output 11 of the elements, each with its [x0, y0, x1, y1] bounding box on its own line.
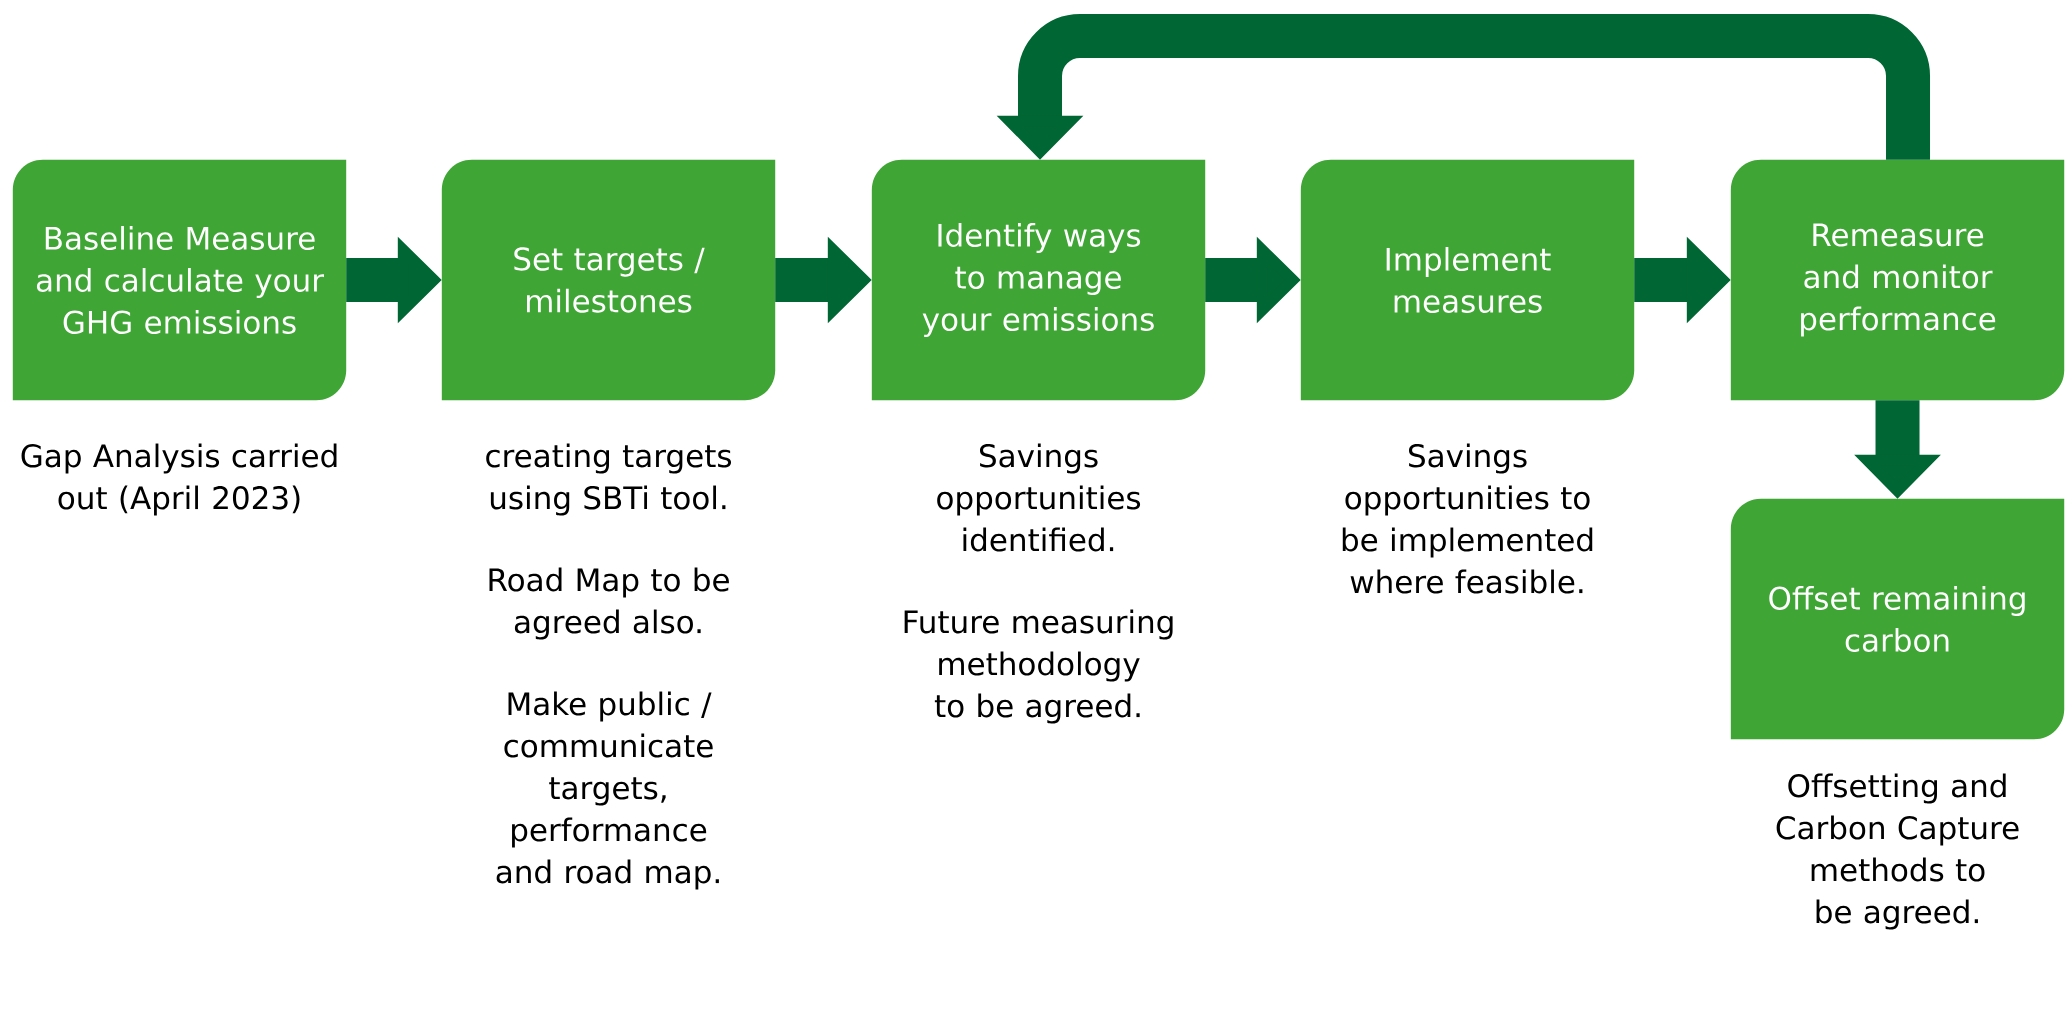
- note-text: Offsetting and Carbon Capture methods to be agreed.: [1776, 773, 2019, 930]
- process-box: Set targets / milestones: [441, 159, 776, 401]
- note-text: creating targets using SBTi tool. Road Map to be agreed also. Make public / communicate targets, performance and road map.: [486, 443, 731, 890]
- process-box: Implement measures: [1300, 159, 1635, 401]
- note-text: Savings opportunities identified. Future measuring methodology to be agreed.: [904, 443, 1173, 724]
- process-box: Offset remaining carbon: [1730, 498, 2065, 740]
- process-box: Baseline Measure and calculate your GHG emissions: [12, 159, 347, 401]
- note-text: Gap Analysis carried out (April 2023): [21, 443, 337, 516]
- note-text: Savings opportunities to be implemented where feasible.: [1342, 443, 1593, 594]
- process-box: Identify ways to manage your emissions: [871, 159, 1206, 401]
- process-box: Remeasure and monitor performance: [1730, 159, 2065, 401]
